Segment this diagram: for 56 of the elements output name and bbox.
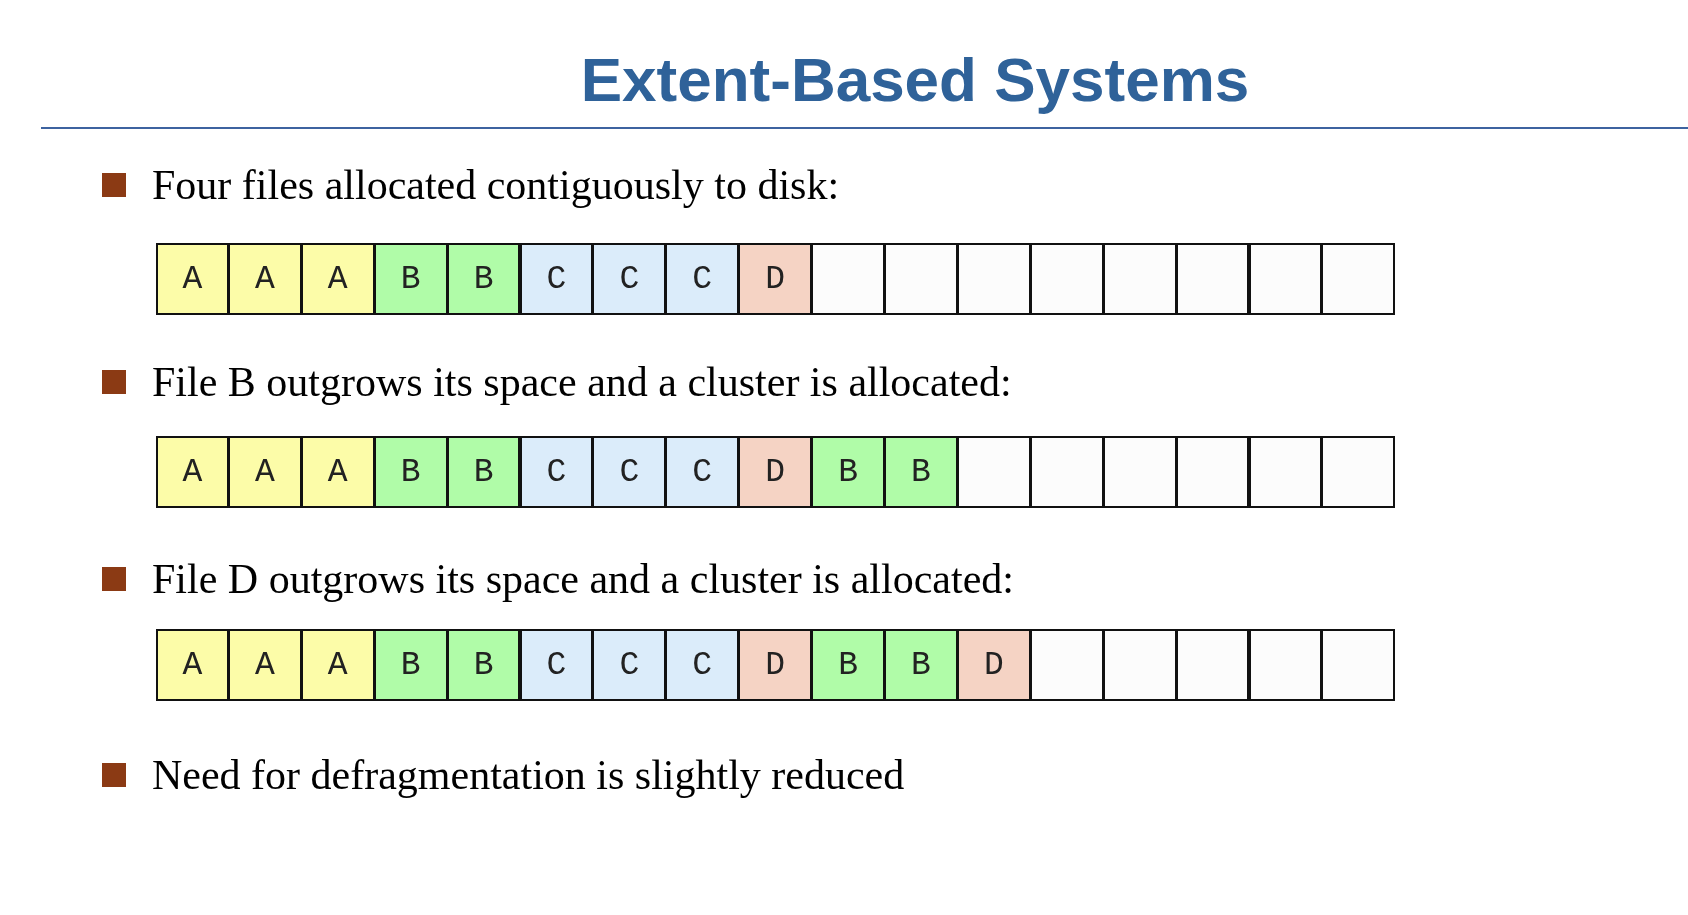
disk-block: A — [300, 243, 375, 315]
disk-block: C — [665, 629, 740, 701]
disk-block: A — [300, 629, 375, 701]
disk-block — [1102, 243, 1177, 315]
disk-block: B — [373, 629, 448, 701]
disk-block: D — [738, 243, 813, 315]
disk-block: B — [446, 436, 521, 508]
disk-block: C — [592, 629, 667, 701]
disk-block: C — [665, 243, 740, 315]
disk-block — [956, 243, 1031, 315]
disk-block — [1029, 436, 1104, 508]
disk-block: B — [373, 243, 448, 315]
disk-block: C — [519, 243, 594, 315]
disk-block: A — [227, 243, 302, 315]
bullet-text: Need for defragmentation is slightly reduced — [152, 751, 905, 800]
disk-block: C — [592, 436, 667, 508]
disk-block: A — [156, 629, 229, 701]
bullet-text: File B outgrows its space and a cluster is allocated: — [152, 358, 1012, 407]
disk-block — [1029, 629, 1104, 701]
bullet-text: Four files allocated contiguously to disk: — [152, 161, 840, 210]
disk-block: B — [446, 243, 521, 315]
disk-block: B — [884, 436, 958, 508]
disk-block — [1175, 243, 1250, 315]
disk-block — [811, 243, 885, 315]
disk-block — [1175, 629, 1250, 701]
disk-block: A — [300, 436, 375, 508]
disk-block: B — [446, 629, 521, 701]
disk-block: A — [156, 243, 229, 315]
disk-block: B — [811, 629, 885, 701]
disk-block — [1248, 243, 1323, 315]
slide-title: Extent-Based Systems — [579, 44, 1251, 116]
disk-block: B — [811, 436, 885, 508]
disk-block — [1175, 436, 1250, 508]
disk-block: A — [227, 629, 302, 701]
bullet-text: File D outgrows its space and a cluster is allocated: — [152, 555, 1014, 604]
disk-block — [884, 243, 958, 315]
disk-block: C — [592, 243, 667, 315]
disk-block — [1029, 243, 1104, 315]
disk-block: D — [738, 436, 813, 508]
disk-block: C — [519, 436, 594, 508]
disk-block — [1321, 629, 1396, 701]
disk-block — [1321, 436, 1396, 508]
disk-block — [1248, 629, 1323, 701]
disk-block: B — [884, 629, 958, 701]
disk-block: A — [227, 436, 302, 508]
disk-block — [1248, 436, 1323, 508]
disk-block: A — [156, 436, 229, 508]
disk-block: D — [738, 629, 813, 701]
disk-block: C — [519, 629, 594, 701]
disk-block — [956, 436, 1031, 508]
disk-block: C — [665, 436, 740, 508]
disk-block — [1321, 243, 1396, 315]
disk-block: D — [956, 629, 1031, 701]
disk-block: B — [373, 436, 448, 508]
disk-block — [1102, 436, 1177, 508]
disk-block — [1102, 629, 1177, 701]
